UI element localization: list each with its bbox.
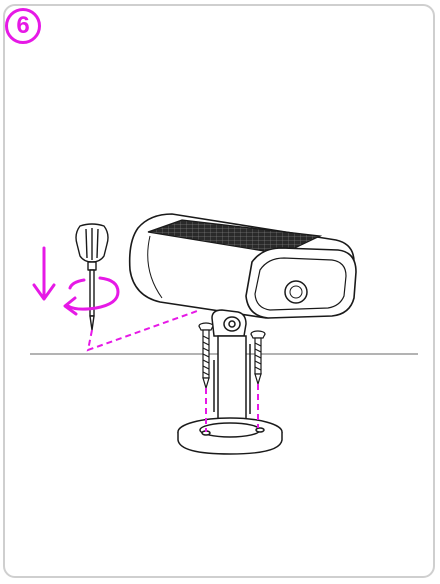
guide-line-screwdriver [86, 309, 201, 352]
solar-panel [147, 219, 323, 255]
camera-mount-pole [213, 335, 251, 427]
camera-mount-joint [211, 309, 247, 337]
mount-base-plate [177, 417, 283, 455]
screwdriver-icon [75, 223, 109, 331]
instruction-panel [3, 4, 435, 578]
step-number-badge: 6 [5, 8, 41, 44]
guide-lines-screws [205, 384, 259, 432]
mounting-screw-icon [198, 322, 266, 391]
solar-security-camera [128, 213, 357, 319]
down-arrow-icon [32, 246, 56, 301]
rotate-clockwise-icon [63, 276, 120, 316]
